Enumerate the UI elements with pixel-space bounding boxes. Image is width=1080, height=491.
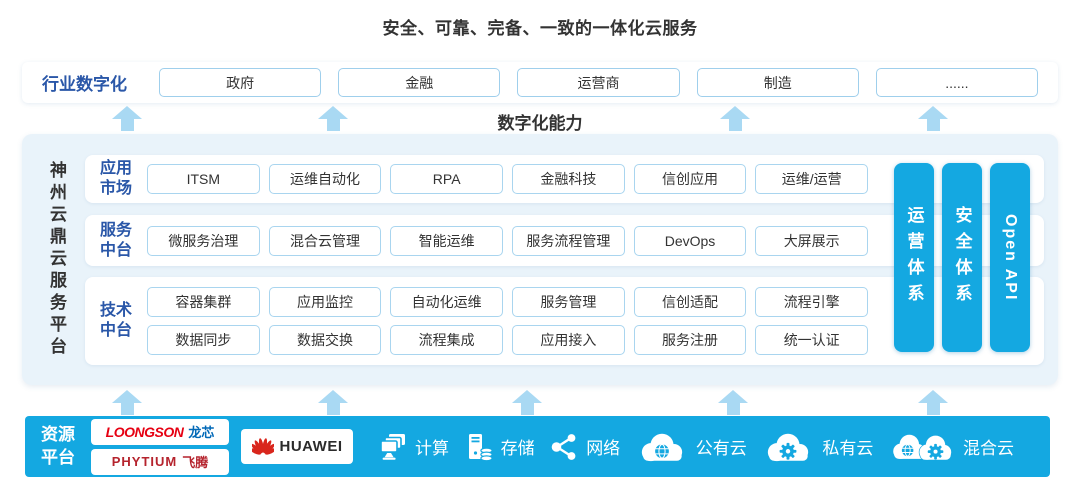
phytium-cn-label: 飞腾 — [182, 455, 209, 470]
resource-item-label: 私有云 — [822, 439, 874, 458]
network-icon — [551, 433, 576, 460]
row-label: 应用市场 — [99, 160, 132, 197]
chip: 流程引擎 — [755, 287, 869, 317]
industry-box-more: ...... — [875, 68, 1039, 97]
huawei-wordmark: HUAWEI — [279, 438, 343, 455]
chip: 大屏展示 — [755, 225, 869, 256]
industry-box-operator: 运营商 — [517, 68, 680, 97]
industry-label: 行业数字化 — [42, 75, 127, 94]
resource-item-label: 存储 — [500, 439, 535, 458]
vendor-logos: LOONGSON 龙芯 PHYTIUM 飞腾 — [91, 418, 229, 475]
chip: 统一认证 — [755, 325, 869, 355]
platform-panel: 神州云鼎云服务平台 应用市场 ITSM 运维自动化 RPA 金融科技 信创应用 … — [22, 134, 1058, 385]
platform-name: 神州云鼎云服务平台 — [47, 160, 66, 359]
huawei-logo: HUAWEI — [241, 429, 353, 464]
resource-item-label: 混合云 — [962, 439, 1014, 458]
resource-item-label: 公有云 — [695, 439, 747, 458]
up-arrow-icon — [918, 390, 948, 415]
hybrid-cloud-icon — [893, 434, 952, 460]
up-arrow-icon — [318, 390, 348, 415]
row-label: 服务中台 — [99, 221, 132, 259]
loongson-logo: LOONGSON 龙芯 — [91, 418, 229, 445]
industry-box-government: 政府 — [159, 68, 322, 97]
compute-icon — [380, 433, 405, 460]
page-title: 安全、可靠、完备、一致的一体化云服务 — [382, 19, 698, 38]
industry-box-finance: 金融 — [338, 68, 501, 97]
resource-item-public-cloud: 公有云 — [636, 429, 747, 465]
row-label: 技术中台 — [99, 302, 132, 339]
resource-item-label: 网络 — [586, 439, 621, 458]
chip: 运维/运营 — [755, 164, 869, 194]
chip: 应用接入 — [512, 325, 625, 355]
chip: 微服务治理 — [147, 225, 260, 256]
resource-item-storage: 存储 — [465, 433, 535, 461]
up-arrow-icon — [112, 390, 142, 415]
chip: 信创适配 — [633, 287, 747, 317]
resource-item-label: 计算 — [415, 439, 449, 458]
resource-item-network: 网络 — [550, 433, 620, 461]
up-arrow-icon — [720, 106, 750, 131]
resource-label: 资源平台 — [41, 424, 75, 467]
up-arrow-icon — [112, 106, 142, 131]
private-cloud-icon — [768, 433, 809, 461]
up-arrow-icon — [718, 390, 748, 415]
pillar-operation-system: 运营体系 — [894, 163, 934, 352]
chip: 服务注册 — [633, 325, 747, 355]
public-cloud-icon — [641, 433, 682, 461]
chip: RPA — [390, 164, 504, 194]
chip: 服务流程管理 — [512, 225, 625, 256]
industry-strip: 行业数字化 政府 金融 运营商 制造 ...... — [22, 62, 1058, 103]
chip: 混合云管理 — [268, 225, 382, 256]
resource-item-private-cloud: 私有云 — [762, 429, 873, 465]
pillar-open-api: Open API — [990, 163, 1030, 352]
chip: 智能运维 — [390, 225, 504, 256]
chip: 服务管理 — [512, 287, 625, 317]
loongson-cn-label: 龙芯 — [188, 425, 215, 440]
chip: 数据同步 — [147, 325, 260, 355]
phytium-wordmark: PHYTIUM — [111, 454, 178, 469]
chip: 运维自动化 — [268, 164, 382, 194]
industry-box-manufacturing: 制造 — [696, 68, 859, 97]
chip: 容器集群 — [147, 287, 260, 317]
up-arrow-icon — [318, 106, 348, 131]
chip: 金融科技 — [512, 164, 625, 194]
loongson-wordmark: LOONGSON — [105, 423, 184, 440]
resource-bar: 资源平台 LOONGSON 龙芯 PHYTIUM 飞腾 — [25, 416, 1050, 477]
pillar-security-system: 安全体系 — [942, 163, 982, 352]
huawei-fan-icon — [251, 438, 274, 455]
row-app-market: 应用市场 ITSM 运维自动化 RPA 金融科技 信创应用 运维/运营 — [85, 155, 1044, 203]
row-service-platform: 服务中台 微服务治理 混合云管理 智能运维 服务流程管理 DevOps 大屏展示 — [85, 215, 1044, 266]
chip: 数据交换 — [268, 325, 382, 355]
storage-icon — [468, 433, 493, 461]
chip: 自动化运维 — [390, 287, 504, 317]
chip: 信创应用 — [633, 164, 747, 194]
row-tech-platform: 技术中台 容器集群 应用监控 自动化运维 服务管理 信创适配 流程引擎 数据同步… — [85, 277, 1044, 365]
resource-item-hybrid-cloud: 混合云 — [889, 429, 1014, 465]
chip: DevOps — [633, 225, 747, 256]
resource-item-compute: 计算 — [379, 433, 449, 461]
phytium-logo: PHYTIUM 飞腾 — [91, 448, 229, 475]
chip: 应用监控 — [268, 287, 382, 317]
resource-items: 计算 存储 — [379, 429, 1014, 465]
up-arrow-icon — [512, 390, 542, 415]
chip: 流程集成 — [390, 325, 504, 355]
chip: ITSM — [147, 164, 260, 194]
up-arrow-icon — [918, 106, 948, 131]
